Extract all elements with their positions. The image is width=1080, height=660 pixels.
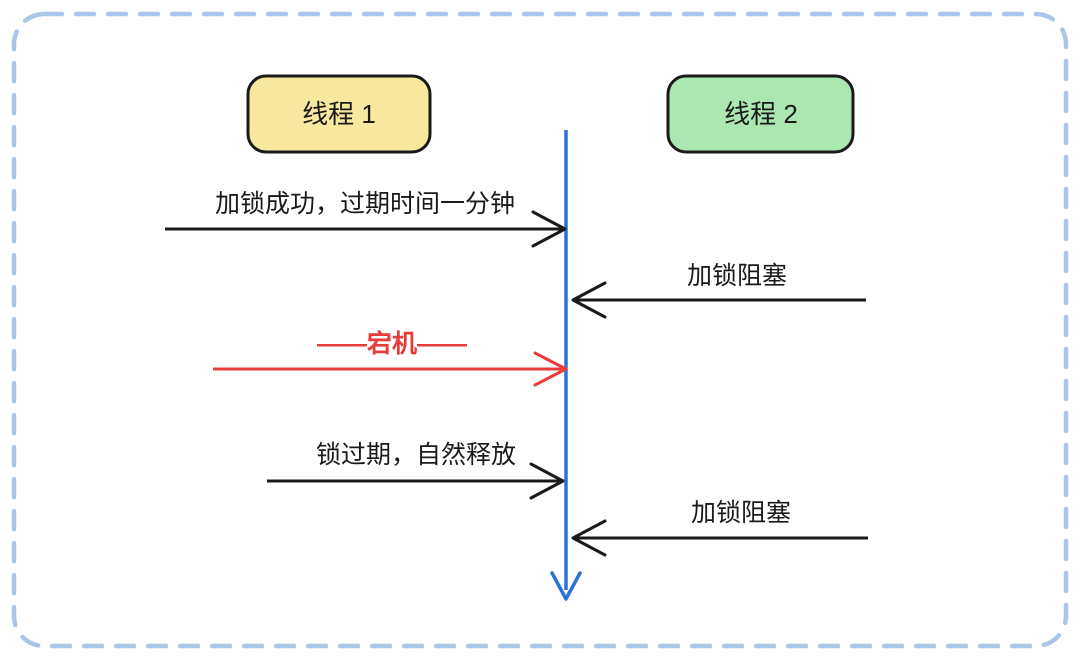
lifeline-arrowhead-icon [550,571,582,601]
thread2-node: 线程 2 [666,74,855,154]
red-right-arrowhead-icon [533,351,568,387]
message-lock-expired-label: 锁过期，自然释放 [316,441,516,469]
message-lock-blocked-1-label: 加锁阻塞 [687,262,787,290]
message-lock-blocked-1: 加锁阻塞 [571,262,866,319]
thread2-label: 线程 2 [724,99,798,129]
dashed-frame-border [11,11,1069,649]
right-arrowhead-icon [529,462,565,500]
message-crash: ——宕机—— [213,329,568,387]
left-arrowhead-icon [571,281,607,319]
message-lock-expired: 锁过期，自然释放 [267,441,565,500]
left-arrowhead-icon [571,519,607,557]
message-crash-label: ——宕机—— [317,329,467,358]
message-lock-blocked-2-label: 加锁阻塞 [691,499,791,527]
thread1-node: 线程 1 [246,74,432,154]
message-lock-success: 加锁成功，过期时间一分钟 [165,190,567,248]
message-lock-success-label: 加锁成功，过期时间一分钟 [215,190,515,218]
message-lock-blocked-2: 加锁阻塞 [571,499,868,557]
thread2-box [666,74,855,154]
thread1-label: 线程 1 [302,99,376,129]
thread1-box [246,74,432,154]
right-arrowhead-icon [531,210,567,248]
